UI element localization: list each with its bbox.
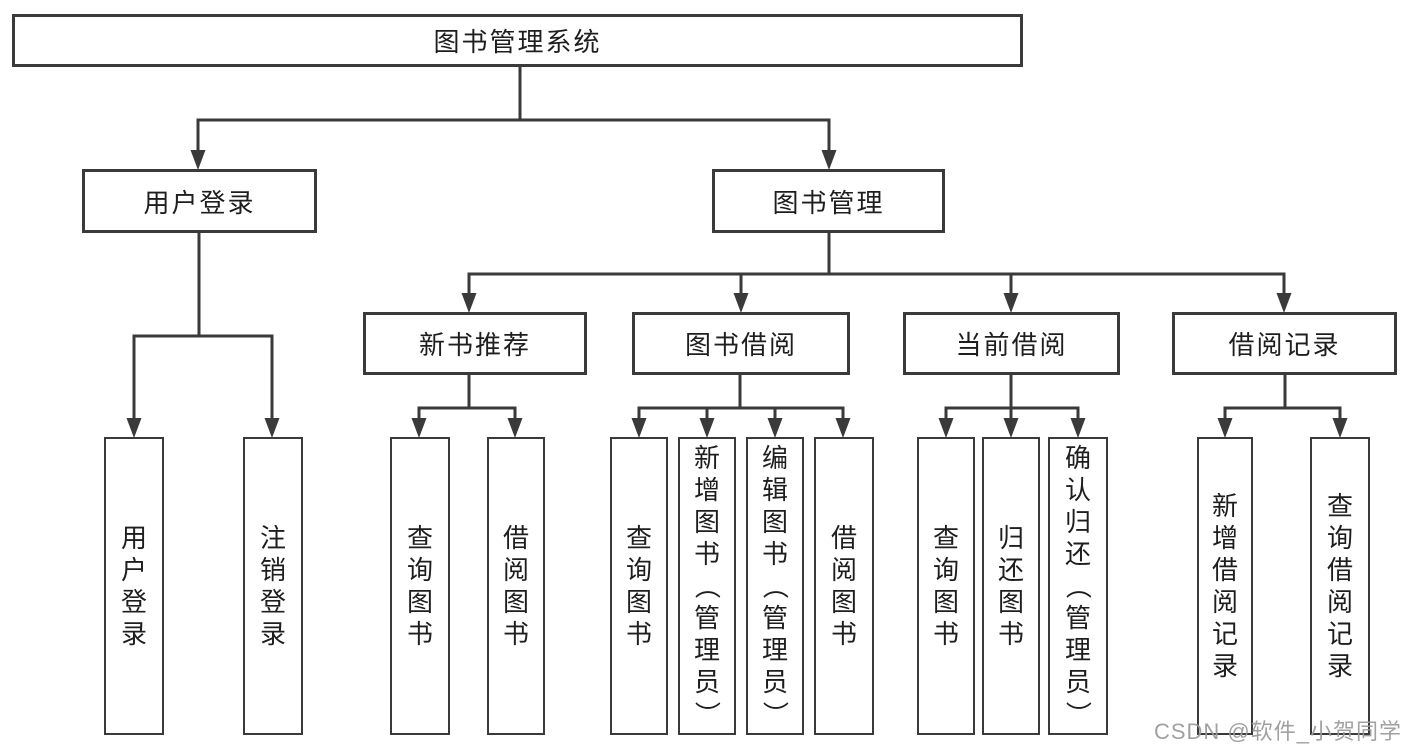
node-book-management: 图书管理 [712, 169, 945, 233]
node-borrow-records: 借阅记录 [1172, 312, 1397, 375]
node-book-borrowing: 图书借阅 [632, 312, 850, 375]
watermark: CSDN @软件_小贺同学 [1153, 719, 1402, 744]
leaf-confirm-return-admin: 确认归还（管理员） [1048, 437, 1108, 735]
node-new-book-recommend: 新书推荐 [363, 312, 587, 375]
node-user-login-label: 用户登录 [143, 187, 256, 218]
leaf-return-books: 归还图书 [982, 437, 1040, 735]
leaf-add-books-admin: 新增图书（管理员） [678, 437, 736, 735]
leaf-query-books-current: 查询图书 [917, 437, 975, 735]
node-new-book-recommend-label: 新书推荐 [418, 330, 531, 360]
node-borrow-records-label: 借阅记录 [1228, 330, 1341, 360]
leaf-borrow-books-borrowing: 借阅图书 [814, 437, 874, 735]
leaf-query-books-recommend: 查询图书 [390, 437, 450, 735]
leaf-user-login: 用户登录 [104, 437, 164, 735]
node-current-borrowing-label: 当前借阅 [955, 330, 1068, 360]
node-root-label: 图书管理系统 [433, 27, 602, 57]
leaf-query-borrow-record: 查询借阅记录 [1310, 437, 1370, 735]
node-book-management-label: 图书管理 [772, 187, 885, 218]
node-user-login: 用户登录 [82, 169, 317, 233]
leaf-edit-books-admin: 编辑图书（管理员） [746, 437, 804, 735]
node-book-borrowing-label: 图书借阅 [684, 330, 797, 360]
node-current-borrowing: 当前借阅 [903, 312, 1120, 375]
leaf-borrow-books-recommend: 借阅图书 [487, 437, 545, 735]
leaf-query-books-borrowing: 查询图书 [610, 437, 668, 735]
leaf-add-borrow-record: 新增借阅记录 [1197, 437, 1253, 735]
leaf-logout: 注销登录 [243, 437, 303, 735]
node-root: 图书管理系统 [12, 14, 1023, 67]
